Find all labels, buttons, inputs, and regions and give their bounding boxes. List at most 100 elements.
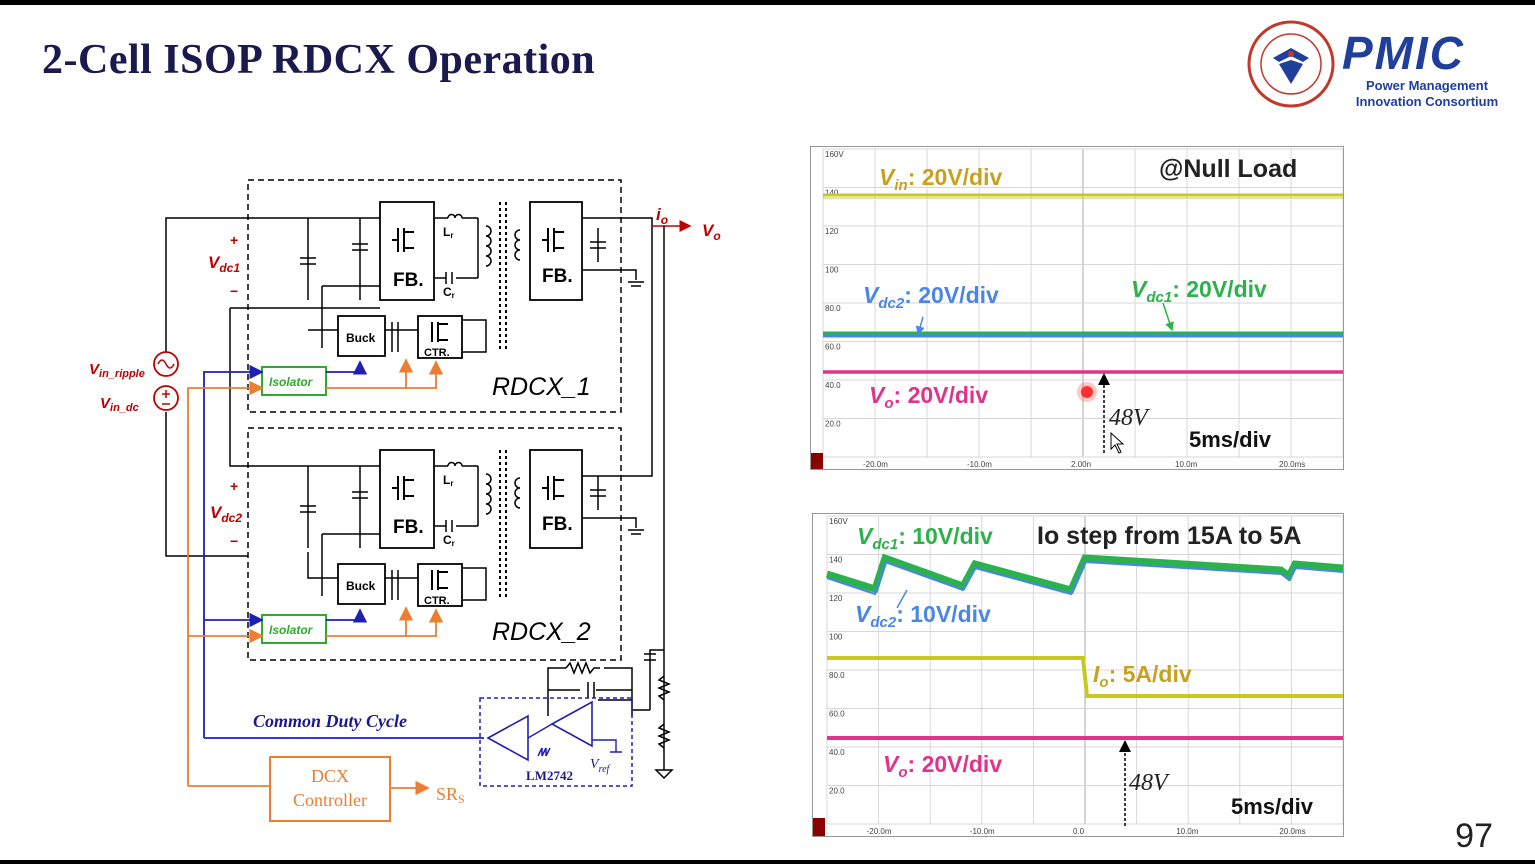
vin-dc-label: Vin_dc: [100, 395, 139, 414]
fb-primary-2: [379, 449, 435, 549]
y-tick-label: 20.0: [829, 787, 845, 796]
amplitude-label: 48V: [1109, 405, 1150, 431]
dcx-controller-label-1: DCX: [311, 766, 349, 786]
zhejiang-university-seal-icon: [1247, 20, 1335, 108]
bottom-border: [0, 860, 1535, 864]
y-tick-label: 160V: [825, 150, 844, 159]
logo: [1247, 20, 1335, 108]
amplitude-label: 48V: [1129, 770, 1170, 796]
x-tick-label: 2.00n: [1071, 460, 1091, 469]
vdc1-minus: −: [230, 283, 238, 299]
mouse-cursor-icon: [1110, 431, 1125, 454]
page-number: 97: [1455, 817, 1493, 855]
scope-null-load: 160V 140 120 100 80.0 60.0 40.0 20.0 -20.0m -10.…: [810, 146, 1344, 470]
fb-label-3: FB.: [393, 517, 424, 538]
dcx-controller-box: [269, 756, 391, 822]
fb-label-1: FB.: [393, 270, 424, 291]
circuit-schematic: Vin_ripple Vin_dc Vdc1 Vdc2 io Vo + − + …: [89, 179, 721, 822]
x-tick-label: -20.0m: [863, 460, 888, 469]
fb-label-2: FB.: [542, 266, 573, 287]
scope-load-step: 160V 140 120 100 80.0 60.0 40.0 20.0 -20.0m -10.…: [812, 513, 1344, 837]
vdc1-plus: +: [230, 232, 238, 248]
pmic-subtitle-1: Power Management: [1365, 78, 1489, 93]
rdcx1-box: [247, 179, 622, 413]
x-tick-label: -10.0m: [970, 827, 995, 836]
vin-scale-label: Vin: 20V/div: [879, 164, 1002, 194]
vdc2-scale-label: Vdc2: 20V/div: [863, 282, 999, 312]
vdc2-scale-label: Vdc2: 10V/div: [855, 601, 991, 631]
fb-label-4: FB.: [542, 514, 573, 535]
srs-label: SRS: [436, 784, 465, 806]
io-scale-label: Io: 5A/div: [1093, 661, 1192, 691]
y-tick-label: 80.0: [825, 304, 841, 313]
buck-label-1: Buck: [346, 331, 376, 345]
fb-secondary-1: [529, 201, 583, 301]
dcx-controller-label-2: Controller: [293, 790, 367, 810]
y-tick-label: 40.0: [825, 381, 841, 390]
rdcx1-label: RDCX_1: [492, 373, 591, 401]
top-border: [0, 0, 1535, 5]
timebase-label: 5ms/div: [1231, 794, 1314, 819]
y-tick-label: 120: [829, 594, 843, 603]
y-tick-label: 100: [829, 633, 843, 642]
common-duty-cycle-label: Common Duty Cycle: [253, 711, 407, 731]
x-tick-label: 10.0m: [1175, 460, 1198, 469]
fb-primary-1: [379, 201, 435, 301]
x-tick-label: 20.0ms: [1279, 827, 1305, 836]
ctr-label-2: CTR.: [424, 595, 450, 607]
x-tick-label: 20.0ms: [1279, 460, 1305, 469]
rdcx2-box: [247, 427, 622, 661]
isolator-2: [261, 614, 327, 644]
y-tick-label: 60.0: [825, 343, 841, 352]
ctr-label-1: CTR.: [424, 347, 450, 359]
y-tick-label: 140: [829, 556, 843, 565]
vdc1-label: Vdc1: [208, 253, 240, 275]
isolator-label-2: Isolator: [269, 623, 314, 637]
vref-label: Vref: [590, 757, 611, 775]
vo-scale-label: Vo: 20V/div: [883, 751, 1002, 781]
y-tick-label: 80.0: [829, 671, 845, 680]
buck-2: [337, 563, 386, 605]
vdc2-label: Vdc2: [210, 503, 242, 525]
lr-label-1: Lr: [443, 225, 453, 240]
y-tick-label: 140: [825, 189, 839, 198]
vo-scale-label: Vo: 20V/div: [869, 382, 988, 412]
lm2742-box: [479, 697, 633, 787]
buck-label-2: Buck: [346, 579, 376, 593]
x-tick-label: -20.0m: [867, 827, 892, 836]
vo-label: Vo: [702, 221, 721, 243]
isolator-label-1: Isolator: [269, 375, 314, 389]
vdc2-trace: [826, 560, 1343, 596]
pmic-logo-text: PMIC: [1342, 27, 1465, 79]
vdc1-trace: [825, 553, 1343, 595]
vin-ripple-label: Vin_ripple: [89, 361, 145, 380]
vdc1-scale-label: Vdc1: 20V/div: [1131, 276, 1267, 306]
y-tick-label: 100: [825, 266, 839, 275]
y-tick-label: 20.0: [825, 420, 841, 429]
x-tick-label: 10.0m: [1176, 827, 1199, 836]
vdc2-minus: −: [230, 533, 238, 549]
lm2742-label: LM2742: [526, 768, 573, 783]
null-load-label: @Null Load: [1159, 155, 1297, 183]
vdc1-scale-label: Vdc1: 10V/div: [857, 523, 993, 553]
cr-label-2: Cr: [443, 533, 455, 548]
x-tick-label: -10.0m: [967, 460, 992, 469]
y-tick-label: 60.0: [829, 710, 845, 719]
isolator-1: [261, 366, 327, 396]
y-tick-label: 160V: [829, 517, 848, 526]
pmic-subtitle-2: Innovation Consortium: [1355, 94, 1499, 109]
io-trace: [827, 656, 1343, 698]
fb-secondary-2: [529, 449, 583, 549]
buck-1: [337, 315, 386, 357]
vdc2-plus: +: [230, 478, 238, 494]
slide-title: 2-Cell ISOP RDCX Operation: [42, 37, 596, 83]
y-tick-label: 40.0: [829, 748, 845, 757]
timebase-label: 5ms/div: [1189, 427, 1272, 452]
step-label: Io step from 15A to 5A: [1037, 522, 1301, 550]
y-tick-label: 120: [825, 227, 839, 236]
lr-label-2: Lr: [443, 473, 453, 488]
cr-label-1: Cr: [443, 285, 455, 300]
rdcx2-label: RDCX_2: [492, 618, 591, 646]
x-tick-label: 0.0: [1073, 827, 1085, 836]
io-label: io: [656, 205, 668, 227]
